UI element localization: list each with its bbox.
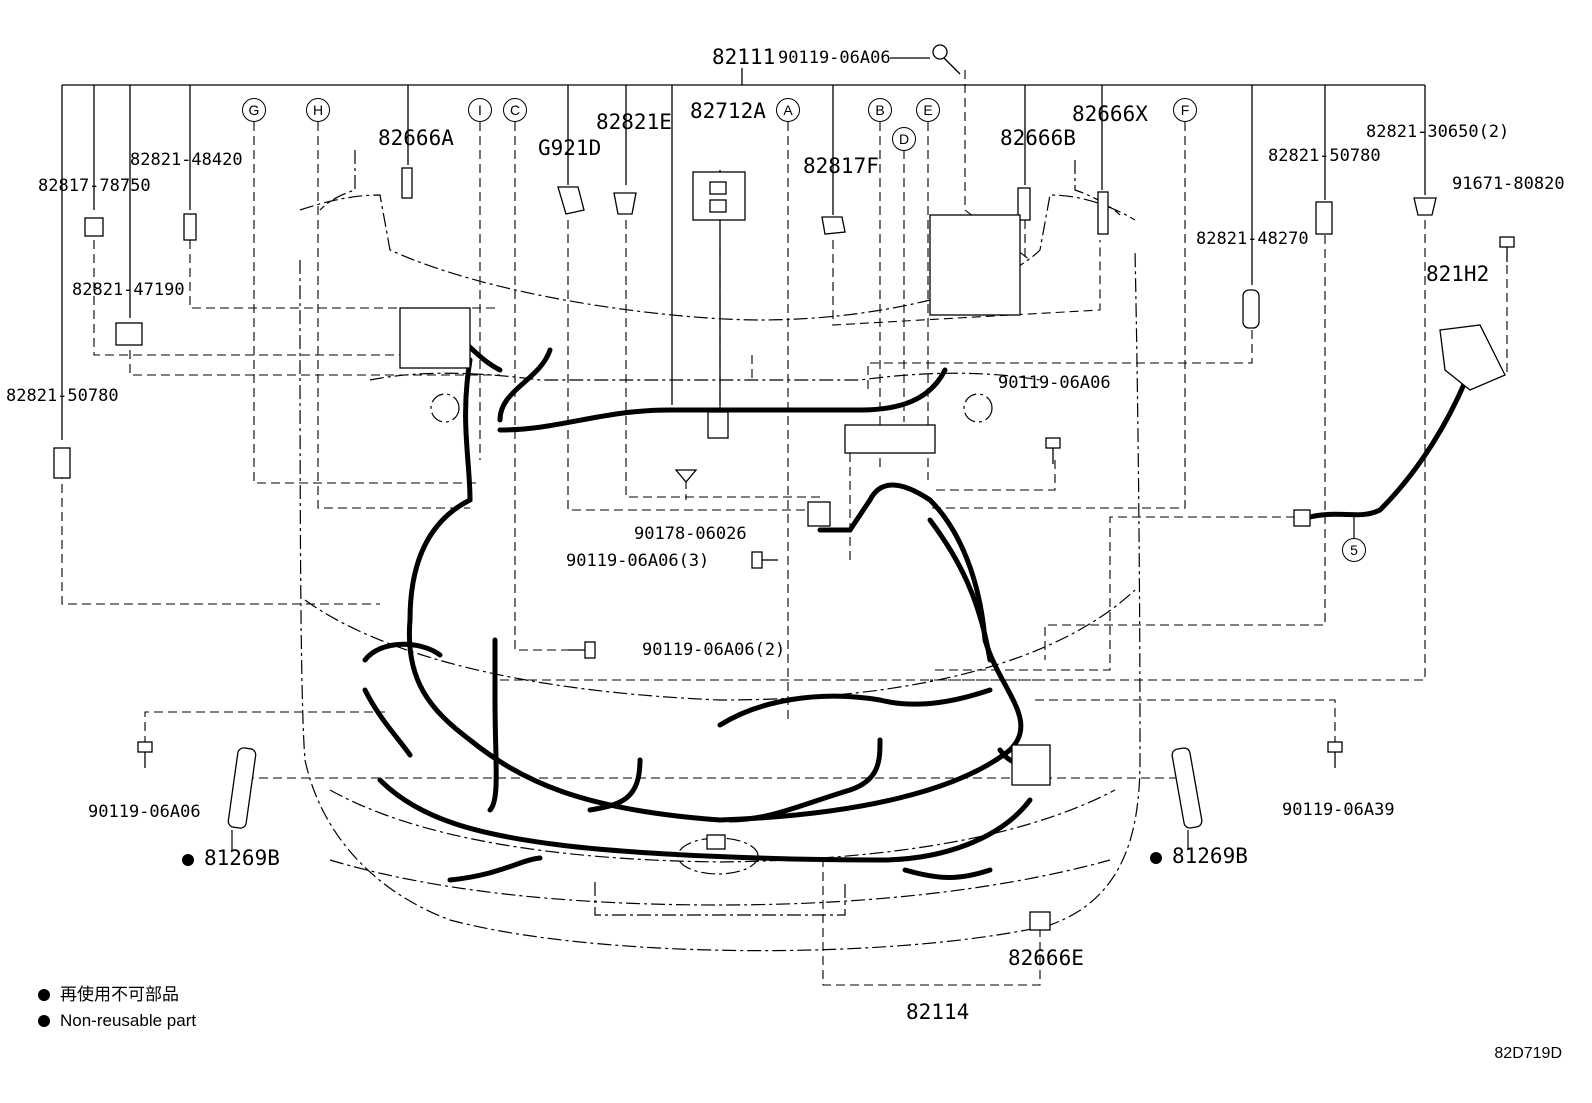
clamp-82821-50780-left-label: 82821-50780 <box>6 386 119 406</box>
clamp-82821-50780-left-icon <box>53 447 71 479</box>
diagram-code: 82D719D <box>1494 1045 1562 1062</box>
clamp-82821-30650-icon <box>1413 197 1437 216</box>
clip-90178-icon <box>674 469 698 484</box>
callout-g: G <box>242 98 266 122</box>
clamp-82817f-label: 82817F <box>803 154 879 178</box>
clamp-82666a-icon <box>401 167 413 199</box>
protector-right-label: 81269B <box>1150 844 1248 868</box>
center-connector-block-icon <box>844 424 936 454</box>
bolt-center-2-label: 90119-06A06(2) <box>642 640 786 660</box>
clamp-82821-48270-label: 82821-48270 <box>1196 229 1309 249</box>
wire-821h2-connector-icon <box>1293 509 1311 527</box>
clamp-82666b-label: 82666B <box>1000 126 1076 150</box>
callout-f: F <box>1173 98 1197 122</box>
part-symbols <box>53 167 1506 931</box>
main-harness-label: 82111 <box>712 45 776 69</box>
harness-clip-icon <box>707 411 729 439</box>
clamp-82817-78750-label: 82817-78750 <box>38 176 151 196</box>
clamp-82821-47190-icon <box>115 322 143 346</box>
clamp-82817f-icon <box>821 216 846 235</box>
fuse-82712a-label: 82712A <box>690 99 766 123</box>
callout-h: H <box>306 98 330 122</box>
bolt-top-icon <box>932 44 961 75</box>
clamp-82666x-icon <box>1097 191 1109 235</box>
bumper-harness-label: 82114 <box>906 1000 970 1024</box>
fuse-82712a-icon <box>692 171 746 221</box>
ground-connector-icon <box>807 501 831 527</box>
clamp-82821-30650-label: 82821-30650(2) <box>1366 122 1510 142</box>
clamp-82666x-label: 82666X <box>1072 102 1148 126</box>
legend-japanese: 再使用不可部品 <box>38 984 179 1006</box>
clamp-82821e-icon <box>613 192 637 215</box>
clamp-82821-48270-icon <box>1242 289 1260 329</box>
non-reusable-marker <box>182 854 194 866</box>
clip-90178-06026-label: 90178-06026 <box>634 524 747 544</box>
clamp-82666a-label: 82666A <box>378 126 454 150</box>
label-underlines <box>231 517 1355 850</box>
clamp-82821-50780-right-label: 82821-50780 <box>1268 146 1381 166</box>
junction-block-icon <box>929 214 1021 316</box>
clamp-82817-78750-icon <box>84 217 104 237</box>
callout-i: I <box>468 98 492 122</box>
bumper-connector-block-icon <box>1011 744 1051 786</box>
bolt-lower-right-icon <box>1327 741 1343 768</box>
callout-b: B <box>868 98 892 122</box>
callout-a: A <box>776 98 800 122</box>
clamp-82666e-label: 82666E <box>1008 946 1084 970</box>
callout-5: 5 <box>1342 538 1366 562</box>
bolt-91671-80820-label: 91671-80820 <box>1452 174 1565 194</box>
legend-english-text: Non-reusable part <box>60 1011 197 1030</box>
harness-wires <box>362 327 1473 883</box>
legend-dot <box>38 989 50 1001</box>
bolt-right-mid-label: 90119-06A06 <box>998 373 1111 393</box>
clamp-82821-50780-right-icon <box>1315 201 1333 235</box>
non-reusable-marker <box>1150 852 1162 864</box>
bolt-lower-left-icon <box>137 741 153 768</box>
clamp-82821-47190-label: 82821-47190 <box>72 280 185 300</box>
legend-dot <box>38 1015 50 1027</box>
car-body-outline <box>299 150 1141 952</box>
bolt-symbols <box>137 44 1515 768</box>
protector-left-text: 81269B <box>204 846 280 870</box>
leader-lines <box>61 70 1508 986</box>
legend-english: Non-reusable part <box>38 1010 196 1032</box>
bolt-top-label: 90119-06A06 <box>778 48 891 68</box>
bumper-clip-icon <box>706 834 726 850</box>
bolt-center-3-label: 90119-06A06(3) <box>566 551 710 571</box>
bolt-lower-left-label: 90119-06A06 <box>88 802 201 822</box>
clamp-g921d-label: G921D <box>538 136 602 160</box>
relay-block-icon <box>399 307 471 369</box>
protector-right-text: 81269B <box>1172 844 1248 868</box>
protector-81269b-left-icon <box>227 747 257 829</box>
clamp-82666e-icon <box>1029 911 1051 931</box>
bolt-lower-right-label: 90119-06A39 <box>1282 800 1395 820</box>
callout-e: E <box>916 98 940 122</box>
legend-japanese-text: 再使用不可部品 <box>60 985 179 1004</box>
clamp-82821-48420-icon <box>183 213 197 241</box>
bolt-center-3-icon <box>751 551 778 569</box>
callout-c: C <box>503 98 527 122</box>
wire-821h2-label: 821H2 <box>1426 262 1490 286</box>
protector-left-label: 81269B <box>182 846 280 870</box>
wire-821h2-bracket-icon <box>1439 324 1506 391</box>
clamp-82821-48420-label: 82821-48420 <box>130 150 243 170</box>
callout-d: D <box>892 127 916 151</box>
bolt-right-mid-icon <box>1045 437 1061 464</box>
clamp-g921d-icon <box>557 186 585 215</box>
bolt-center-2-icon <box>568 641 596 659</box>
bolt-91671-80820-icon <box>1499 236 1515 262</box>
protector-81269b-right-icon <box>1171 747 1203 829</box>
clamp-82666b-icon <box>1017 187 1031 221</box>
clamp-82821e-label: 82821E <box>596 110 672 134</box>
